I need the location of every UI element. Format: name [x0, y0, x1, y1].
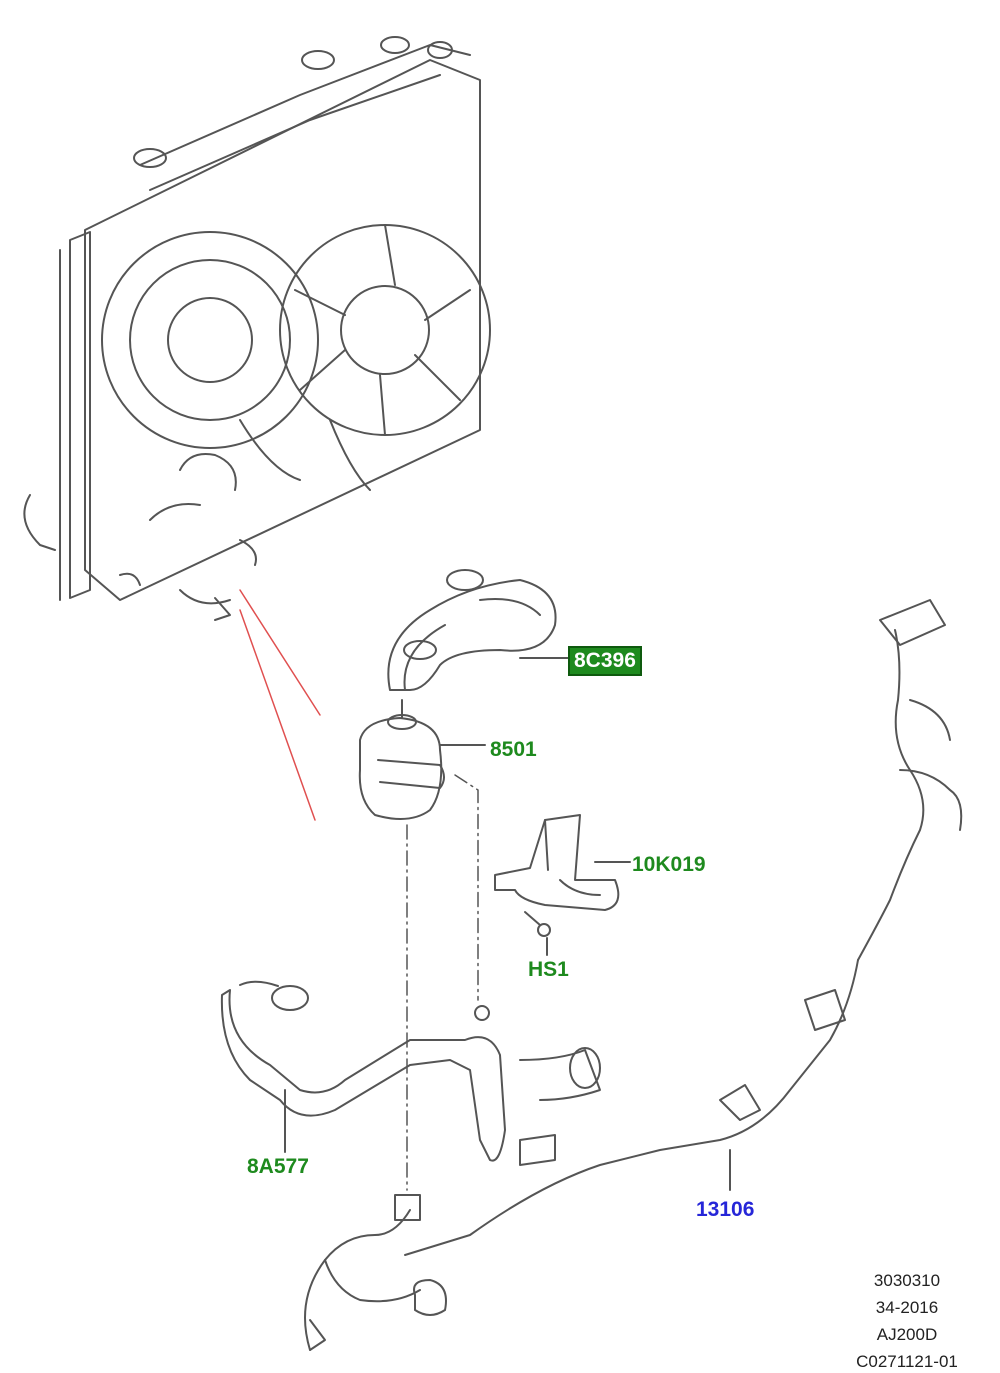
- callout-8a577[interactable]: 8A577: [247, 1155, 309, 1178]
- callout-10k019[interactable]: 10K019: [632, 853, 706, 876]
- radiator-fan-assembly: [23, 36, 491, 621]
- alignment-lines: [406, 774, 479, 1191]
- pump-mounting-bracket: [494, 814, 631, 911]
- auxiliary-coolant-pump: [358, 699, 486, 820]
- callout-8c396[interactable]: 8C396: [568, 646, 642, 676]
- lower-coolant-hose: [220, 980, 601, 1166]
- callout-8501[interactable]: 8501: [490, 738, 537, 761]
- reference-line-1: 3030310: [873, 1271, 941, 1290]
- bolt: [524, 911, 551, 956]
- reference-line-2: 34-2016: [875, 1298, 939, 1317]
- callout-hs1[interactable]: HS1: [528, 958, 569, 981]
- reference-line-4: C0271121-01: [856, 1352, 958, 1371]
- wiring-harness: [304, 599, 963, 1351]
- callout-13106[interactable]: 13106: [696, 1198, 755, 1221]
- reference-line-3: AJ200D: [876, 1325, 938, 1344]
- upper-coolant-hose: [387, 569, 569, 691]
- red-leader-lines: [239, 589, 321, 821]
